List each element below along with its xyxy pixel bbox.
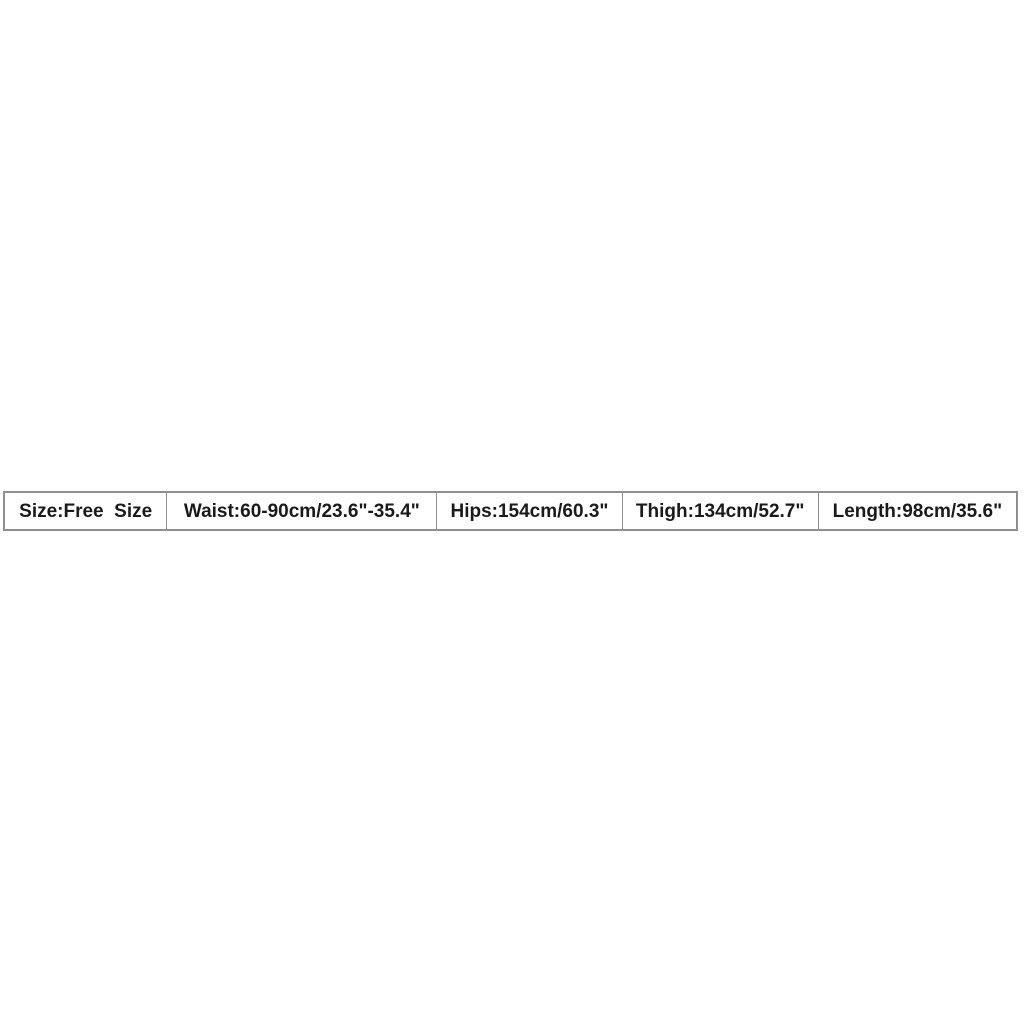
size-chart-cell-size: Size:Free Size bbox=[5, 493, 168, 529]
size-chart-table: Size:Free Size Waist:60-90cm/23.6"-35.4"… bbox=[3, 491, 1018, 531]
size-chart-cell-hips: Hips:154cm/60.3" bbox=[437, 493, 623, 529]
size-chart-cell-thigh: Thigh:134cm/52.7" bbox=[623, 493, 819, 529]
size-chart-cell-length: Length:98cm/35.6" bbox=[832, 500, 1003, 522]
size-chart-cell-waist: Waist:60-90cm/23.6"-35.4" bbox=[167, 493, 438, 529]
